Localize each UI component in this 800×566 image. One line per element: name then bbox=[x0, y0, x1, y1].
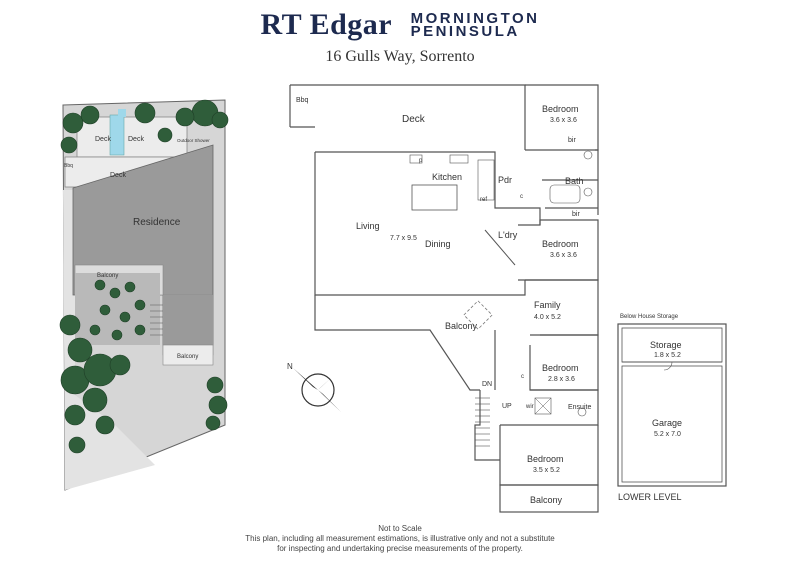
site-label-residence: Residence bbox=[133, 217, 181, 228]
label-lower-level: LOWER LEVEL bbox=[618, 492, 682, 502]
compass-east-arrow bbox=[318, 378, 331, 390]
label-bath: Bath bbox=[565, 176, 584, 186]
label-storage-size: 1.8 x 5.2 bbox=[654, 352, 681, 359]
trees bbox=[59, 99, 229, 454]
disclaimer: Not to Scale This plan, including all me… bbox=[0, 524, 800, 554]
brand-region-line1: MORNINGTON bbox=[410, 10, 540, 27]
label-dn: DN bbox=[482, 381, 492, 388]
brand-region: MORNINGTON PENINSULA bbox=[410, 10, 540, 40]
compass-n-label: N bbox=[287, 362, 293, 371]
label-up: UP bbox=[502, 403, 512, 410]
site-label-outdoor-shower: Outdoor Shower bbox=[177, 138, 210, 143]
label-living: Living bbox=[356, 221, 380, 231]
outer-walls bbox=[289, 84, 599, 513]
label-wir: wir bbox=[525, 404, 534, 410]
label-kitchen: Kitchen bbox=[432, 172, 462, 182]
ensuite-shower bbox=[534, 397, 552, 415]
label-bir1: bir bbox=[568, 137, 576, 144]
label-balcony-bottom: Balcony bbox=[530, 495, 563, 505]
pantry-box bbox=[409, 154, 423, 164]
garage-room bbox=[621, 365, 723, 483]
site-label-bbq: Bbq bbox=[64, 163, 73, 169]
label-cupboard2: c bbox=[521, 374, 524, 380]
main-floor-plan: Bbq Deck Bedroom 3.6 x 3.6 bir Bath bir … bbox=[289, 84, 599, 513]
site-stairs bbox=[150, 304, 163, 336]
label-bir2: bir bbox=[572, 211, 580, 218]
site-label-deck-lower: Deck bbox=[110, 172, 126, 179]
label-bbq: Bbq bbox=[296, 97, 309, 104]
bathtub bbox=[549, 184, 581, 204]
sink bbox=[449, 154, 469, 164]
kitchen-island bbox=[411, 184, 458, 211]
label-bedroom1-size: 3.6 x 3.6 bbox=[550, 117, 577, 124]
pool-step bbox=[118, 109, 126, 117]
toilet bbox=[583, 187, 593, 197]
label-pantry: p bbox=[419, 158, 423, 164]
compass-ring bbox=[301, 373, 335, 407]
disclaimer-line1: Not to Scale bbox=[378, 524, 422, 533]
property-address: 16 Gulls Way, Sorrento bbox=[325, 48, 475, 65]
lower-level-plan: Below House Storage Storage 1.8 x 5.2 Ga… bbox=[617, 314, 727, 502]
spiral-stair-outline bbox=[463, 300, 493, 330]
label-family: Family bbox=[534, 300, 561, 310]
label-below-house-storage: Below House Storage bbox=[620, 314, 679, 320]
label-bedroom1: Bedroom bbox=[542, 104, 579, 114]
label-bedroom2: Bedroom bbox=[542, 239, 579, 249]
brand-region-line2: PENINSULA bbox=[410, 23, 520, 40]
label-deck: Deck bbox=[402, 114, 426, 125]
site-label-deck-right: Deck bbox=[128, 136, 144, 143]
disclaimer-line3: for inspecting and undertaking precise m… bbox=[277, 544, 523, 553]
site-label-balcony-lower: Balcony bbox=[177, 354, 198, 360]
compass: N bbox=[287, 362, 341, 412]
label-bedroom4-size: 3.5 x 5.2 bbox=[533, 467, 560, 474]
label-ensuite: Ensuite bbox=[568, 404, 591, 411]
site-label-balcony-upper: Balcony bbox=[97, 273, 118, 279]
floor-stairs bbox=[475, 397, 490, 447]
disclaimer-line2: This plan, including all measurement est… bbox=[245, 534, 555, 543]
label-garage: Garage bbox=[652, 418, 682, 428]
basin bbox=[583, 150, 593, 160]
label-storage: Storage bbox=[650, 340, 682, 350]
compass-north-arrow bbox=[293, 368, 318, 390]
brand-header: RT Edgar MORNINGTON PENINSULA bbox=[0, 8, 800, 42]
storage-door-swing bbox=[663, 361, 673, 371]
label-garage-size: 5.2 x 7.0 bbox=[654, 431, 681, 438]
balcony-lower-box bbox=[162, 344, 214, 366]
label-living-size: 7.7 x 9.5 bbox=[390, 235, 417, 242]
label-balcony: Balcony bbox=[445, 321, 478, 331]
label-ldry: L'dry bbox=[498, 230, 518, 240]
label-pdr: Pdr bbox=[498, 175, 512, 185]
label-bedroom2-size: 3.6 x 3.6 bbox=[550, 252, 577, 259]
residence-roof-lower bbox=[163, 295, 213, 345]
site-label-deck-left: Deck bbox=[95, 136, 111, 143]
label-family-size: 4.0 x 5.2 bbox=[534, 314, 561, 321]
label-bedroom4: Bedroom bbox=[527, 454, 564, 464]
site-plan: Deck Deck Outdoor Shower Bbq Deck Reside… bbox=[59, 99, 229, 491]
pool bbox=[109, 114, 125, 156]
label-bedroom3: Bedroom bbox=[542, 363, 579, 373]
lower-outer-wall bbox=[617, 323, 727, 487]
label-bedroom3-size: 2.8 x 3.6 bbox=[548, 376, 575, 383]
label-ref: ref bbox=[480, 197, 487, 203]
brand-logo-text: RT Edgar bbox=[260, 8, 393, 41]
label-cupboard1: c bbox=[520, 194, 523, 200]
label-dining: Dining bbox=[425, 239, 451, 249]
ensuite-basin bbox=[577, 407, 587, 417]
pdr-box bbox=[477, 159, 495, 201]
driveway bbox=[63, 190, 155, 490]
compass-south-arrow bbox=[318, 390, 341, 412]
